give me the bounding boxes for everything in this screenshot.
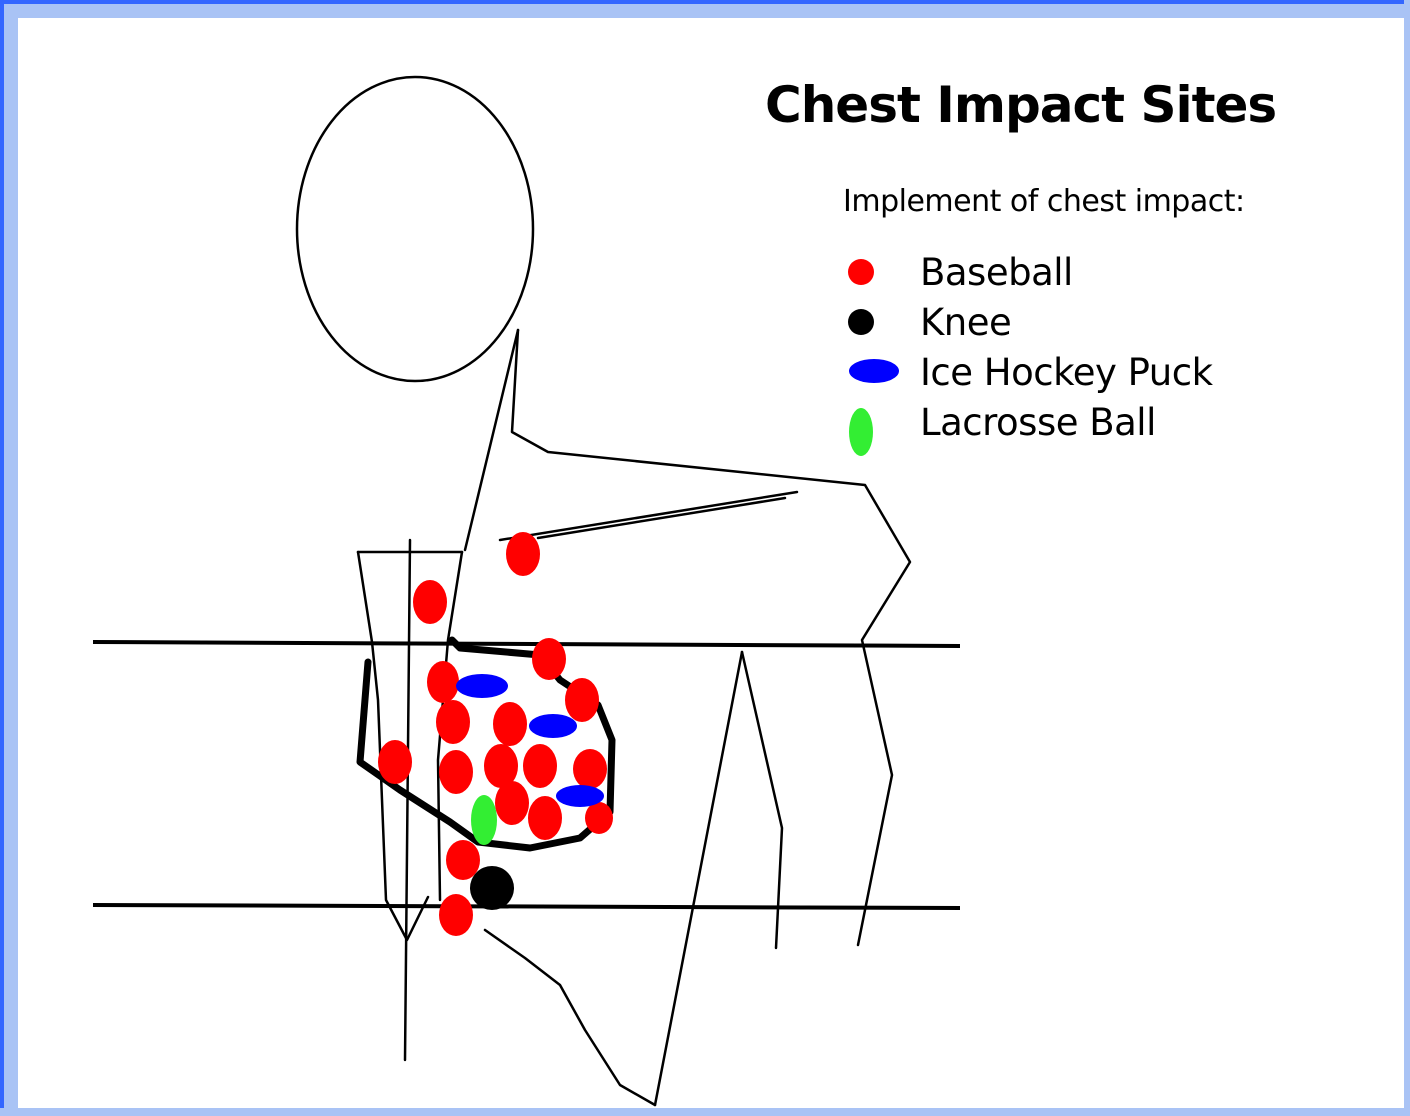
lacrosse-marker — [471, 795, 497, 845]
baseball-marker — [378, 740, 412, 784]
baseball-marker — [493, 702, 527, 746]
head-outline — [297, 77, 533, 381]
neck-back-line — [465, 330, 518, 550]
torso-side-line — [655, 652, 742, 1105]
legend-markers — [848, 259, 899, 456]
arm-inner-line — [500, 492, 797, 540]
baseball-marker — [413, 580, 447, 624]
baseball-marker — [506, 532, 540, 576]
arm-inner-line-2 — [538, 498, 785, 538]
legend-label-baseball: Baseball — [920, 251, 1073, 294]
legend-label-puck: Ice Hockey Puck — [920, 351, 1213, 394]
knee-legend-icon — [848, 309, 874, 335]
baseball-marker — [446, 840, 480, 880]
baseball-marker — [565, 678, 599, 722]
baseball-marker — [439, 750, 473, 794]
baseball-marker — [528, 796, 562, 840]
baseball-marker — [585, 802, 613, 834]
baseball-marker — [495, 781, 529, 825]
lower-reference-line — [93, 905, 960, 908]
slide-title: Chest Impact Sites — [765, 76, 1276, 134]
puck-marker — [529, 714, 577, 738]
torso-bottom-curve — [485, 930, 655, 1105]
legend-label-lacrosse: Lacrosse Ball — [920, 401, 1156, 444]
puck-marker — [456, 674, 508, 698]
lacrosse-legend-icon — [849, 408, 873, 456]
knee-marker — [470, 866, 514, 910]
baseball-marker — [523, 744, 557, 788]
baseball-marker — [573, 749, 607, 789]
body-outline — [297, 77, 910, 1105]
baseball-marker — [427, 661, 459, 703]
torso-right-line — [742, 652, 782, 948]
impact-markers — [378, 532, 613, 936]
baseball-legend-icon — [848, 259, 874, 285]
legend-heading: Implement of chest impact: — [843, 184, 1245, 219]
baseball-marker — [532, 638, 566, 680]
puck-marker — [556, 785, 604, 807]
baseball-marker — [436, 700, 470, 744]
baseball-marker — [439, 894, 473, 936]
puck-legend-icon — [849, 359, 899, 383]
legend-label-knee: Knee — [920, 301, 1011, 344]
upper-reference-line — [93, 642, 960, 646]
